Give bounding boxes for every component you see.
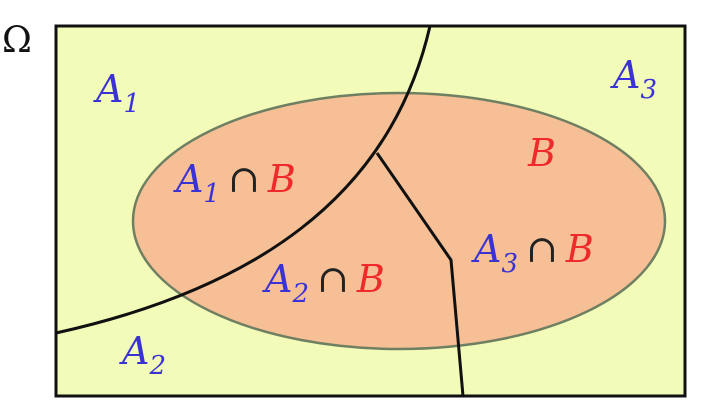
partition-label-a3: A3 [610, 53, 657, 105]
intersection-label-a2-b: A2∩B [262, 257, 385, 309]
partition-boundary-a3 [375, 152, 465, 397]
universe-label: Ω [2, 20, 32, 61]
intersection-label-a1-b: A1∩B [173, 157, 296, 209]
partition-label-a2: A2 [119, 329, 166, 381]
event-label-b: B [527, 131, 556, 175]
partition-boundary-a1-a2 [55, 25, 432, 335]
event-b-ellipse [131, 91, 667, 351]
intersection-label-a3-b: A3∩B [471, 227, 594, 279]
partition-label-a1: A1 [93, 67, 140, 119]
